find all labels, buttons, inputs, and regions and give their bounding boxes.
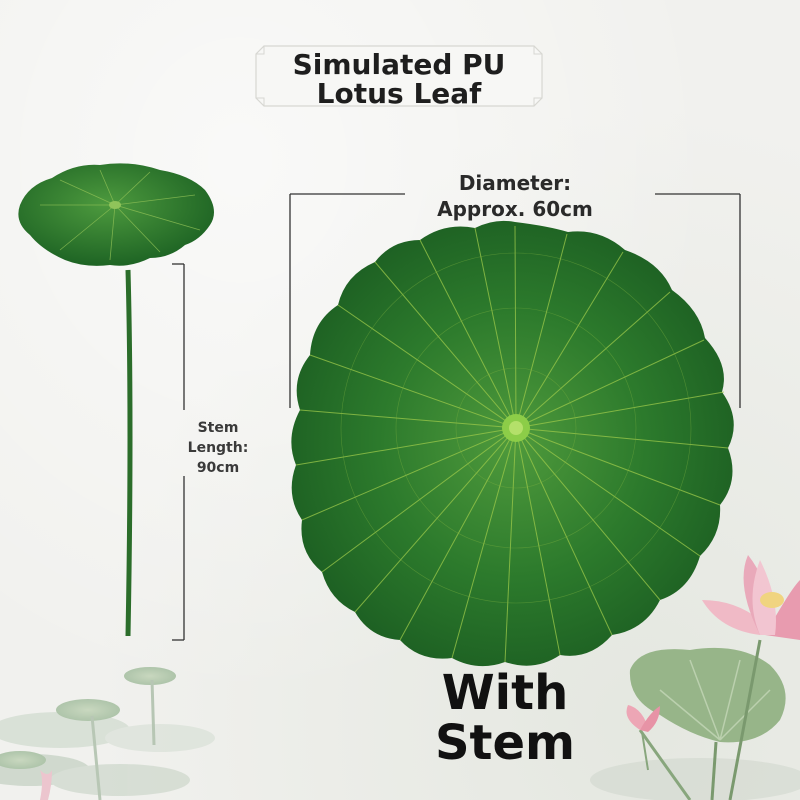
with-stem-line1: With: [441, 665, 569, 721]
stem-label-line2: Length:: [187, 440, 249, 456]
stem-length-label: Stem Length: 90cm: [185, 418, 251, 478]
diameter-label: Diameter: Approx. 60cm: [410, 170, 620, 222]
product-title-line2: Lotus Leaf: [316, 77, 482, 110]
diameter-label-line1: Diameter:: [458, 171, 572, 195]
background-lotus-right: [590, 555, 800, 800]
with-stem-caption: With Stem: [410, 668, 600, 768]
stem-label-line3: 90cm: [196, 460, 240, 476]
title-frame: [255, 45, 543, 107]
stem-label-line1: Stem: [197, 420, 239, 436]
large-lotus-leaf: [291, 220, 734, 667]
stem-length-bracket: [172, 263, 185, 641]
diameter-label-line2: Approx. 60cm: [437, 197, 593, 221]
background-lotus-left: [0, 667, 215, 800]
product-title-line1: Simulated PU: [292, 48, 506, 81]
diameter-bracket: [289, 193, 741, 408]
with-stem-line2: Stem: [434, 715, 576, 771]
lotus-leaf-with-stem-thumbnail: [18, 163, 215, 637]
title-banner: Simulated PU Lotus Leaf: [254, 44, 544, 108]
product-title: Simulated PU Lotus Leaf: [254, 50, 544, 108]
